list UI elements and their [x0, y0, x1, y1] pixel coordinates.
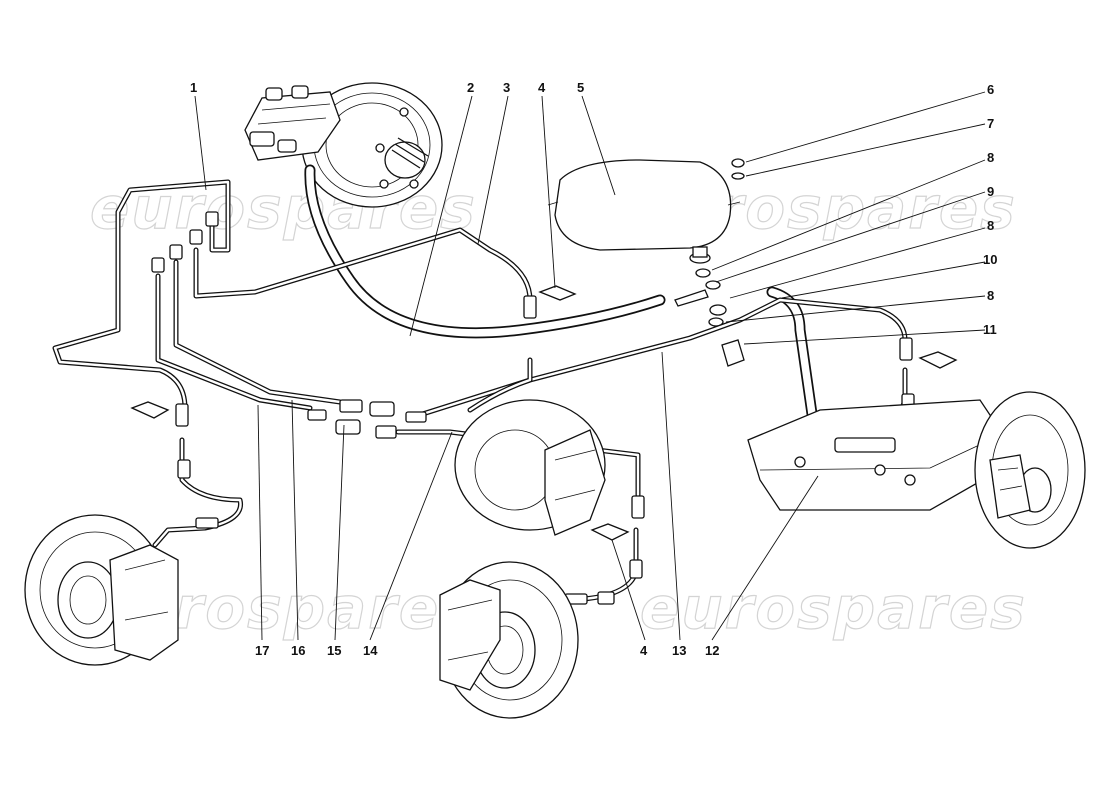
callout-5: 5	[577, 80, 584, 95]
callout-4-top: 4	[538, 80, 546, 95]
callouts: 1 2 3 4 5 6 7 8 9 8 10 8 11 17 16 15 14 …	[190, 80, 997, 658]
brake-caliper-icon	[439, 579, 501, 691]
pipe-fittings	[151, 211, 915, 605]
callout-9: 9	[987, 184, 994, 199]
callout-17: 17	[255, 643, 269, 658]
rear-right-brake	[974, 391, 1086, 549]
brake-caliper-icon	[109, 544, 179, 661]
callout-3: 3	[503, 80, 510, 95]
callout-8-a: 8	[987, 150, 994, 165]
mounting-brackets	[130, 285, 958, 541]
fluid-reservoir-icon	[547, 159, 741, 264]
front-right-brake	[439, 561, 579, 719]
callout-10: 10	[983, 252, 997, 267]
callout-6: 6	[987, 82, 994, 97]
callout-2: 2	[467, 80, 474, 95]
brake-pipes	[52, 179, 908, 603]
callout-15: 15	[327, 643, 341, 658]
watermark-bottom-right: eurospares	[640, 574, 1027, 642]
front-left-brake	[24, 514, 179, 666]
brake-caliper-icon	[989, 454, 1031, 519]
brake-caliper-icon	[544, 429, 606, 536]
master-cylinder-icon	[244, 85, 341, 161]
reservoir-cap-parts	[674, 158, 745, 367]
callout-1: 1	[190, 80, 197, 95]
callout-11: 11	[983, 322, 997, 337]
engine-block-icon	[747, 399, 1001, 511]
callout-8-c: 8	[987, 288, 994, 303]
callout-8-b: 8	[987, 218, 994, 233]
callout-14: 14	[363, 643, 378, 658]
rear-left-brake	[454, 399, 606, 536]
callout-12: 12	[705, 643, 719, 658]
callout-16: 16	[291, 643, 305, 658]
callout-13: 13	[672, 643, 686, 658]
callout-7: 7	[987, 116, 994, 131]
leader-lines	[194, 91, 986, 641]
callout-4-bottom: 4	[640, 643, 648, 658]
